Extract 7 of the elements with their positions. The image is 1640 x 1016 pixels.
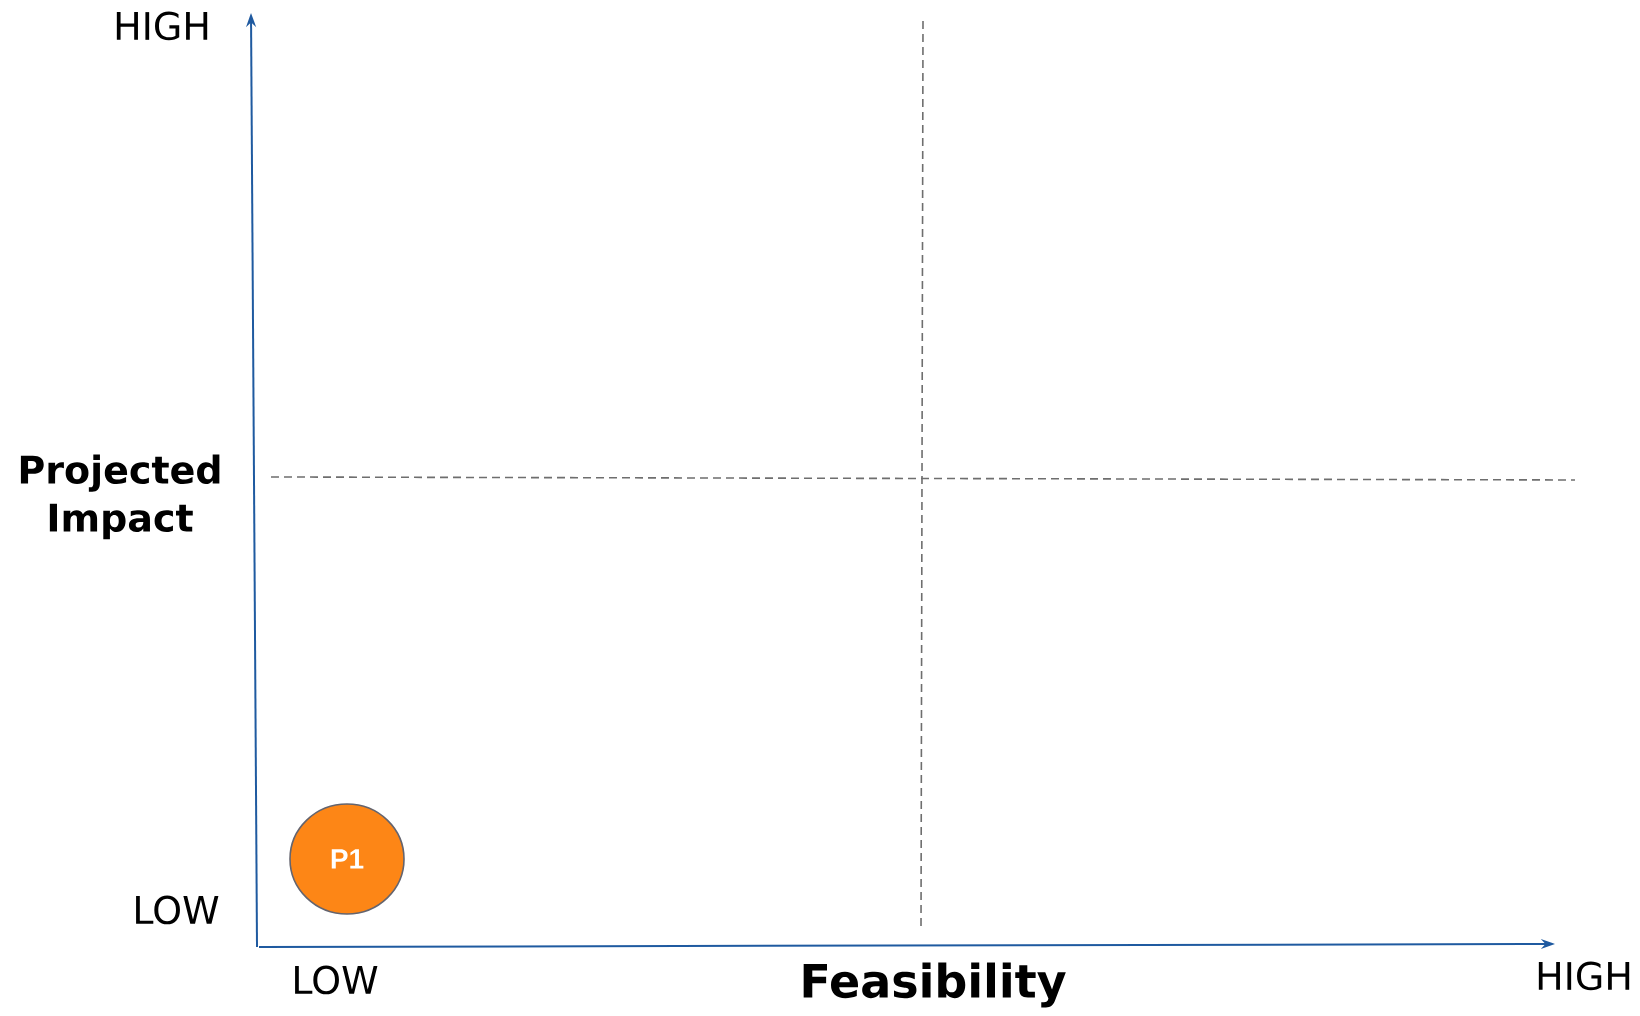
- axis-end-label: LOW: [136, 895, 219, 925]
- axis-end-label: LOW: [295, 965, 378, 995]
- axis-title: Feasibility: [803, 962, 1066, 1008]
- project-bubble: P1: [289, 803, 405, 915]
- axis-end-label: HIGH: [116, 11, 208, 41]
- axis-title: Projected Impact: [20, 454, 220, 540]
- axis-end-label: HIGH: [1538, 961, 1630, 991]
